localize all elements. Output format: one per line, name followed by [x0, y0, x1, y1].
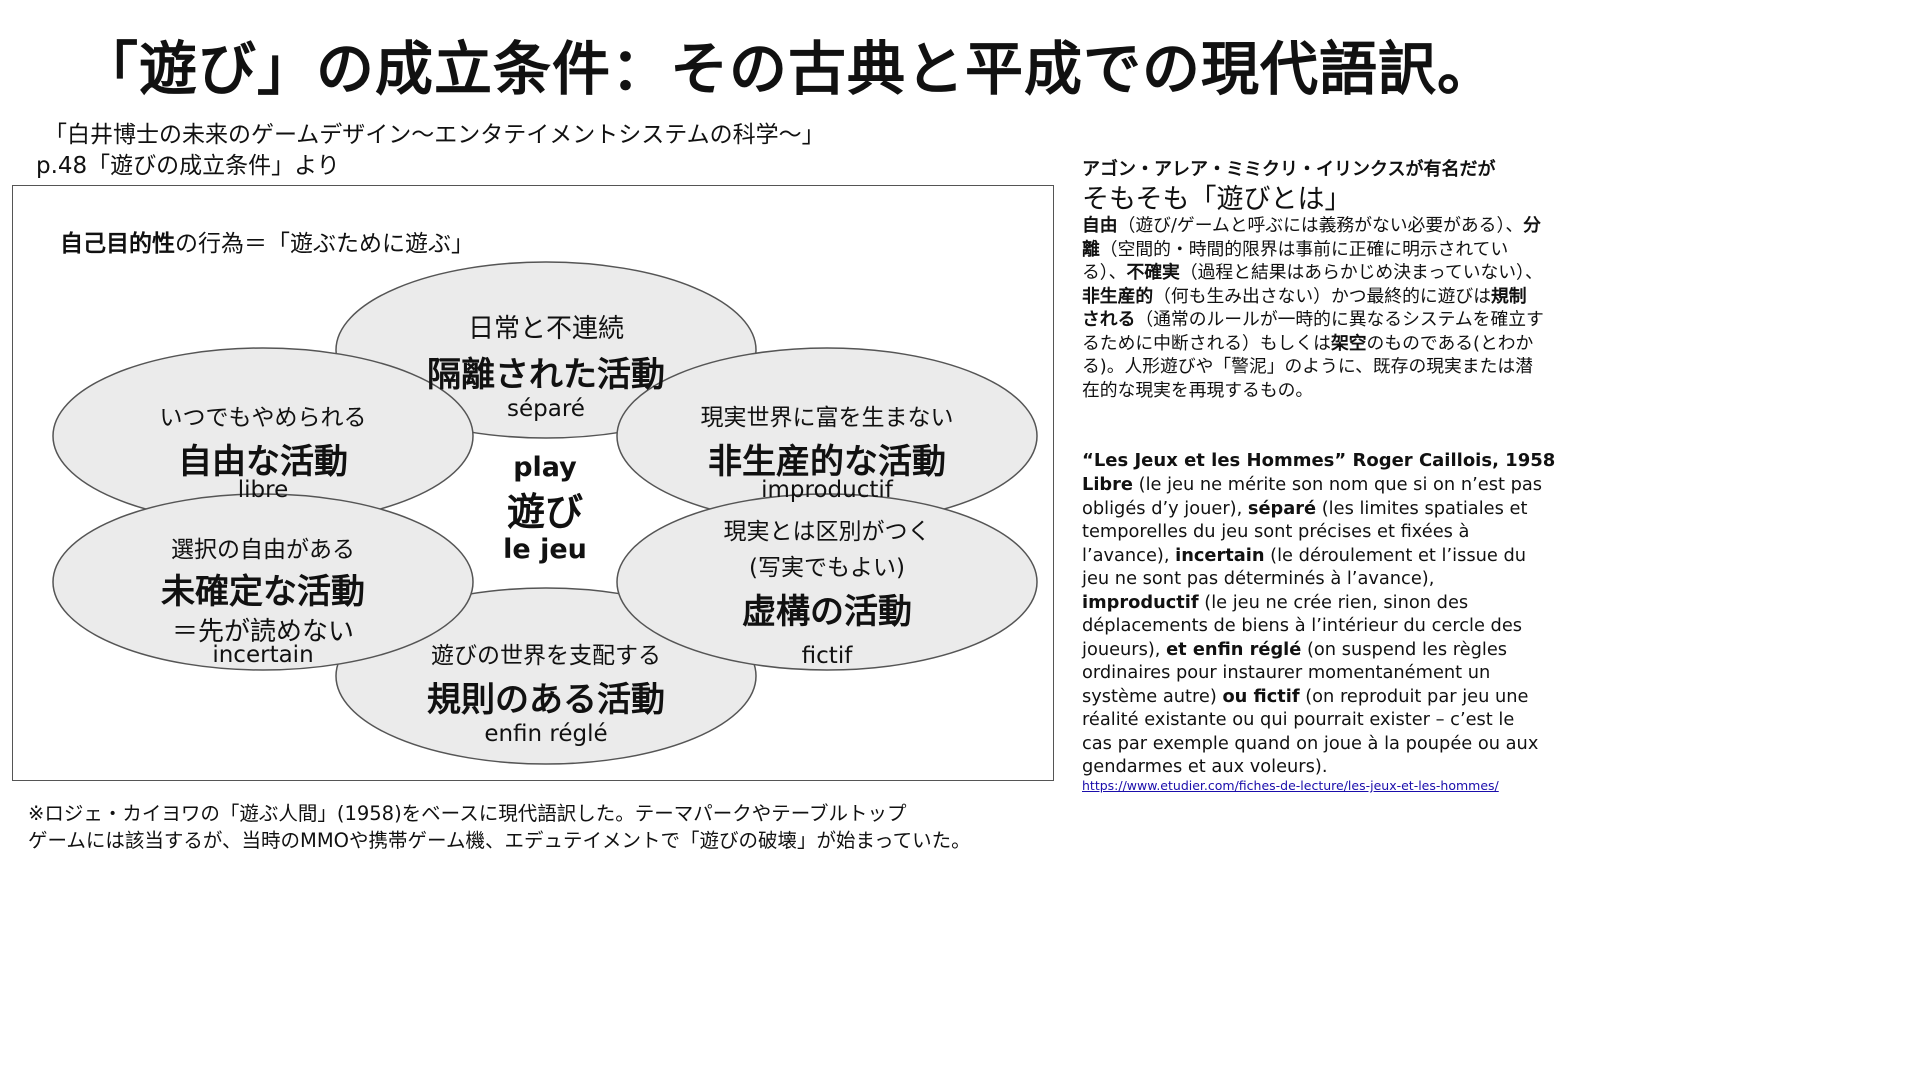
fr-text-7: (le jeu ne crée rien, sinon des déplacem…	[1082, 591, 1523, 660]
fr-text-1: (le jeu ne mérite son nom que si on n’es…	[1082, 474, 1543, 519]
fr-text-5: (le déroulement et l’issue du jeu ne son…	[1082, 544, 1527, 590]
center-japanese: 遊び	[506, 490, 583, 534]
jp-text-5: （過程と結果はあらかじめ決まっていない）、	[1179, 262, 1543, 283]
ellipse-diagram	[52, 261, 1038, 765]
label-incertain: 選択の自由がある 未確定な活動 ＝先が読めない incertain	[113, 530, 413, 668]
jp-term-0: 自由	[1082, 215, 1118, 236]
fictif-french: fictif	[801, 643, 853, 669]
regle-description: 遊びの世界を支配する	[431, 643, 661, 669]
fr-text-9: (on suspend les règles ordinaires pour i…	[1082, 638, 1508, 707]
fr-term-8: et enfin réglé	[1166, 638, 1302, 660]
jp-term-8: 規制される	[1082, 285, 1527, 331]
incertain-description: 選択の自由がある	[171, 537, 355, 563]
label-regle: 遊びの世界を支配する 規則のある活動 enfin réglé	[396, 636, 696, 747]
incertain-title: 未確定な活動	[161, 572, 365, 612]
fictif-title: 虚構の活動	[742, 592, 912, 632]
autotelic-term: 自己目的性	[60, 231, 175, 257]
sidebar-heading: そもそも「遊びとは」	[1082, 184, 1352, 215]
libre-french: libre	[237, 477, 289, 503]
label-fictif: 現実とは区別がつく (写実でもよい) 虚構の活動 fictif	[677, 512, 977, 669]
jp-text-9: （通常のルールが一時的に異なるシステムを確立するために中断される）もしくは	[1082, 309, 1544, 354]
jp-text-1: （遊び/ゲームと呼ぶには義務がない必要がある）、	[1117, 215, 1524, 236]
fr-text-11: (on reproduit par jeu une réalité exista…	[1082, 685, 1539, 778]
jp-text-7: （何も生み出さない）かつ最終的に遊びは	[1153, 285, 1491, 307]
libre-description: いつでもやめられる	[159, 405, 367, 431]
jp-text-11: のものである(とわかる)。人形遊びや「警泥」のように、既存の現実または潜在的な現…	[1082, 332, 1534, 401]
ellipse-incertain	[52, 493, 474, 671]
improductif-french: improductif	[761, 477, 893, 503]
jp-term-6: 非生産的	[1082, 285, 1154, 307]
fr-text-3: (les limites spatiales et temporelles du…	[1082, 497, 1528, 566]
label-separe: 日常と不連続 隔離された活動 séparé	[396, 308, 696, 422]
footnote: ※ロジェ・カイヨワの「遊ぶ人間」(1958)をベースに現代語訳した。テーマパーク…	[28, 800, 971, 854]
incertain-subtext: ＝先が読めない	[171, 617, 354, 647]
fr-term-2: séparé	[1247, 497, 1317, 519]
fictif-description: 現実とは区別がつく	[723, 519, 931, 545]
fr-term-4: incertain	[1175, 544, 1265, 566]
label-libre: いつでもやめられる 自由な活動 libre	[113, 398, 413, 503]
jp-term-4: 不確実	[1126, 262, 1180, 283]
autotelic-definition: の行為＝「遊ぶために遊ぶ」	[175, 231, 474, 257]
source-link[interactable]: https://www.etudier.com/fiches-de-lectur…	[1082, 778, 1499, 793]
ellipse-fictif	[616, 493, 1038, 671]
improductif-description: 現実世界に富を生まない	[700, 405, 954, 431]
jp-term-10: 架空	[1330, 332, 1367, 354]
fictif-note: (写実でもよい)	[749, 555, 905, 581]
incertain-french: incertain	[212, 642, 314, 668]
regle-title: 規則のある活動	[427, 680, 665, 720]
improductif-title: 非生産的な活動	[708, 442, 946, 482]
page-title: 「遊び」の成立条件：その古典と平成での現代語訳。	[80, 35, 1497, 103]
japanese-definition-paragraph: 自由（遊び/ゲームと呼ぶには義務がない必要がある）、分離（空間的・時間的限界は事…	[1082, 214, 1544, 402]
separe-description: 日常と不連続	[467, 314, 624, 344]
label-improductif: 現実世界に富を生まない 非生産的な活動 improductif	[677, 398, 977, 503]
ellipse-regle	[335, 587, 757, 765]
center-english: play	[513, 452, 577, 483]
footnote-line-1: ※ロジェ・カイヨワの「遊ぶ人間」(1958)をベースに現代語訳した。テーマパーク…	[28, 802, 907, 825]
source-page-ref: p.48「遊びの成立条件」より	[36, 153, 340, 179]
separe-title: 隔離された活動	[427, 355, 665, 395]
autotelic-caption: 自己目的性の行為＝「遊ぶために遊ぶ」	[60, 224, 474, 258]
regle-french: enfin réglé	[484, 721, 608, 747]
separe-french: séparé	[507, 396, 585, 422]
sidebar-intro: アゴン・アレア・ミミクリ・イリンクスが有名だが	[1082, 159, 1496, 180]
jp-term-2: 分離	[1082, 215, 1541, 260]
jp-text-3: （空間的・時間的限界は事前に正確に明示されている）、	[1082, 238, 1509, 284]
diagram-frame	[12, 185, 1054, 781]
fr-term-6: improductif	[1082, 591, 1199, 613]
french-definition-paragraph: Libre (le jeu ne mérite son nom que si o…	[1082, 473, 1544, 779]
source-book-title: 「白井博士の未来のゲームデザイン〜エンタテイメントシステムの科学〜」	[44, 122, 825, 148]
fr-term-10: ou fictif	[1222, 685, 1300, 707]
libre-title: 自由な活動	[178, 442, 348, 482]
center-label: play 遊び le jeu	[470, 452, 620, 565]
french-source-title: “Les Jeux et les Hommes” Roger Caillois,…	[1082, 450, 1556, 471]
fr-term-0: Libre	[1082, 474, 1133, 495]
footnote-line-2: ゲームには該当するが、当時のMMOや携帯ゲーム機、エデュテイメントで「遊びの破壊…	[28, 829, 971, 852]
center-french: le jeu	[503, 534, 587, 565]
